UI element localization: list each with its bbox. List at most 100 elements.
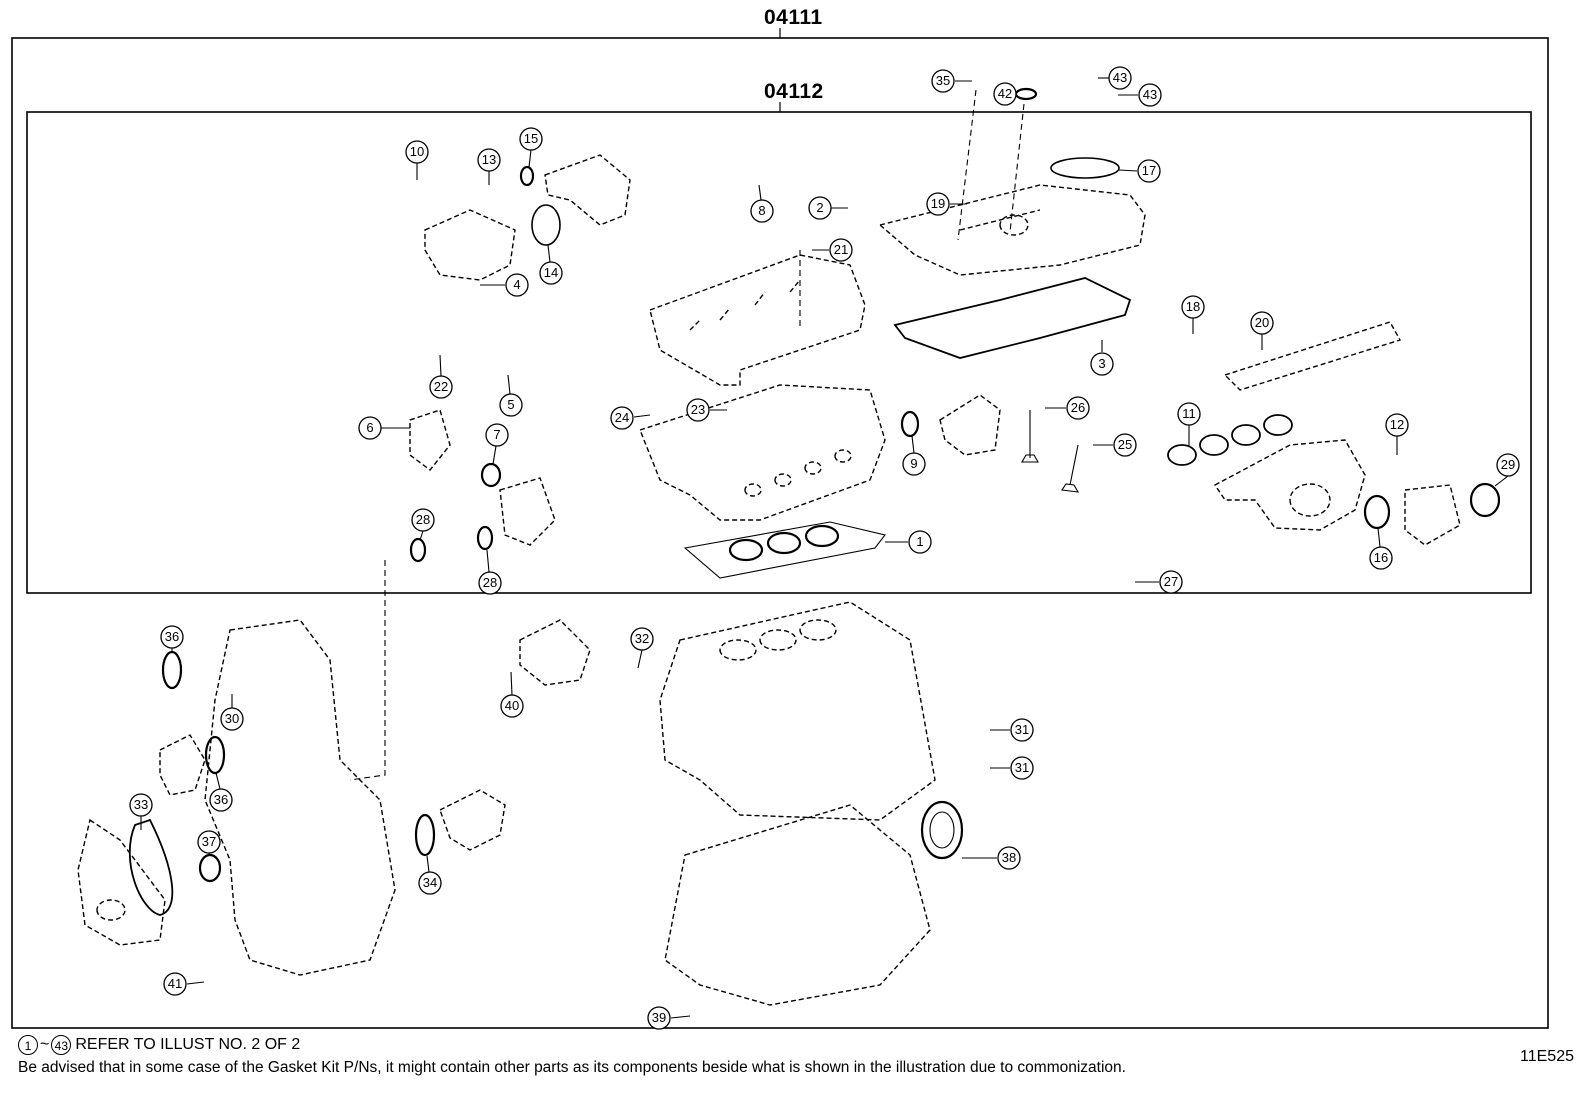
callout-1[interactable]: 1 — [885, 530, 932, 554]
callout-43b[interactable]: 43 — [1118, 83, 1162, 107]
callout-21[interactable]: 21 — [812, 238, 853, 262]
svg-text:25: 25 — [1118, 437, 1132, 452]
cylinder-head-cover — [878, 184, 1146, 276]
cylinder-head — [639, 384, 886, 521]
valve-cover-gasket — [893, 277, 1132, 359]
callout-31b[interactable]: 31 — [990, 756, 1034, 780]
callout-19[interactable]: 19 — [926, 192, 967, 216]
oil-pan — [664, 804, 931, 1006]
callout-25[interactable]: 25 — [1093, 433, 1137, 457]
illustration-code: 11E525 — [1520, 1048, 1574, 1065]
callout-35[interactable]: 35 — [931, 69, 972, 93]
refer-note: 1 ~ 43 REFER TO ILLUST NO. 2 OF 2 — [18, 1035, 300, 1055]
callout-3[interactable]: 3 — [1090, 340, 1114, 376]
svg-text:32: 32 — [635, 631, 649, 646]
svg-text:43: 43 — [1143, 87, 1157, 102]
callout-8[interactable]: 8 — [750, 184, 774, 223]
callout-16[interactable]: 16 — [1369, 527, 1393, 570]
callout-2[interactable]: 2 — [808, 196, 848, 220]
callout-4[interactable]: 4 — [480, 273, 529, 297]
head-gasket — [683, 521, 886, 579]
callout-9[interactable]: 9 — [902, 435, 926, 476]
rear-crank-oil-seal — [920, 800, 964, 860]
callout-30[interactable]: 30 — [220, 694, 244, 731]
callout-13[interactable]: 13 — [477, 148, 501, 185]
callout-29[interactable]: 29 — [1494, 453, 1520, 487]
callout-27[interactable]: 27 — [1135, 570, 1183, 594]
range-start-badge: 1 — [18, 1035, 38, 1055]
range-end-badge: 43 — [51, 1035, 72, 1055]
callout-42[interactable]: 42 — [993, 82, 1017, 106]
callout-5[interactable]: 5 — [499, 374, 523, 417]
callout-32[interactable]: 32 — [630, 627, 654, 669]
svg-text:28: 28 — [416, 512, 430, 527]
svg-text:33: 33 — [134, 797, 148, 812]
svg-text:39: 39 — [652, 1010, 666, 1025]
svg-text:26: 26 — [1071, 400, 1085, 415]
cylinder-block — [659, 601, 936, 821]
callout-10[interactable]: 10 — [405, 140, 429, 180]
svg-text:34: 34 — [423, 875, 437, 890]
egr-pipe — [544, 154, 631, 226]
svg-text:5: 5 — [507, 397, 514, 412]
callout-12[interactable]: 12 — [1385, 413, 1409, 455]
svg-text:31: 31 — [1015, 722, 1029, 737]
svg-text:31: 31 — [1015, 760, 1029, 775]
svg-text:9: 9 — [910, 456, 917, 471]
svg-text:12: 12 — [1390, 417, 1404, 432]
svg-text:23: 23 — [691, 402, 705, 417]
svg-text:13: 13 — [482, 152, 496, 167]
callout-7[interactable]: 7 — [485, 423, 509, 465]
o-ring-28a — [409, 537, 427, 563]
callout-36a[interactable]: 36 — [160, 625, 184, 652]
callout-11[interactable]: 11 — [1177, 402, 1201, 446]
gasket-14 — [531, 204, 561, 246]
callout-31a[interactable]: 31 — [990, 718, 1034, 742]
intake-manifold-gasket — [1167, 414, 1293, 466]
callout-23[interactable]: 23 — [686, 398, 727, 422]
callout-41[interactable]: 41 — [163, 972, 205, 996]
callout-40[interactable]: 40 — [500, 671, 524, 718]
svg-text:37: 37 — [202, 834, 216, 849]
svg-text:35: 35 — [936, 73, 950, 88]
callout-26[interactable]: 26 — [1045, 396, 1090, 420]
svg-text:18: 18 — [1186, 299, 1200, 314]
callout-28b[interactable]: 28 — [478, 549, 502, 595]
o-ring-36b — [204, 735, 226, 775]
svg-text:40: 40 — [505, 698, 519, 713]
callout-36b[interactable]: 36 — [209, 772, 233, 812]
o-ring-28b — [476, 525, 494, 551]
o-ring-29 — [1469, 482, 1501, 518]
disclaimer-text: Be advised that in some case of the Gask… — [18, 1059, 1126, 1076]
callout-22[interactable]: 22 — [429, 354, 453, 399]
callout-43a[interactable]: 43 — [1098, 66, 1132, 90]
callout-17[interactable]: 17 — [1118, 159, 1161, 183]
inner-kit-label: 04112 — [764, 80, 824, 103]
callout-14[interactable]: 14 — [539, 244, 563, 285]
svg-text:41: 41 — [168, 976, 182, 991]
callout-24[interactable]: 24 — [610, 406, 651, 430]
callout-18[interactable]: 18 — [1181, 295, 1205, 334]
o-ring-16 — [1363, 494, 1391, 530]
svg-text:2: 2 — [816, 200, 823, 215]
callout-34[interactable]: 34 — [418, 855, 442, 895]
svg-text:8: 8 — [758, 203, 765, 218]
svg-text:36: 36 — [214, 792, 228, 807]
callout-6[interactable]: 6 — [358, 416, 410, 440]
exhaust-valve — [1061, 444, 1080, 493]
range-separator: ~ — [40, 1036, 50, 1053]
callout-38[interactable]: 38 — [962, 846, 1021, 870]
svg-text:20: 20 — [1255, 315, 1269, 330]
water-pump-housing — [424, 209, 516, 281]
crank-pulley — [77, 818, 166, 946]
callout-20[interactable]: 20 — [1250, 311, 1274, 350]
callout-33[interactable]: 33 — [129, 793, 153, 830]
callout-15[interactable]: 15 — [519, 127, 543, 168]
callout-37[interactable]: 37 — [197, 830, 221, 855]
callout-28a[interactable]: 28 — [411, 508, 435, 541]
gasket-17 — [1050, 157, 1120, 179]
svg-text:38: 38 — [1002, 850, 1016, 865]
callout-39[interactable]: 39 — [647, 1006, 691, 1030]
svg-text:19: 19 — [931, 196, 945, 211]
